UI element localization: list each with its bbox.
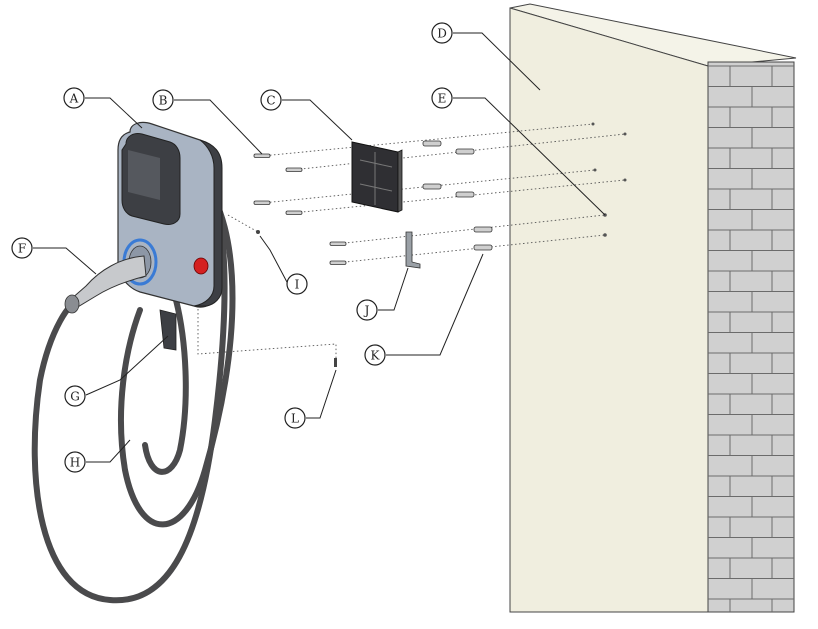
callout-circle (356, 299, 378, 321)
brick-face (707, 61, 795, 613)
callout-l: L (284, 407, 306, 429)
callout-a: A (63, 87, 85, 109)
callout-labels: A B C D E F G H I J K L (11, 22, 453, 473)
callout-letter: K (371, 349, 381, 363)
callout-circle (431, 87, 453, 109)
charger-unit (117, 121, 223, 351)
charging-cable (31, 157, 236, 604)
wall-anchors (422, 140, 493, 251)
callout-letter: C (266, 94, 275, 108)
callout-e: E (431, 87, 453, 109)
callout-circle (64, 385, 86, 407)
cable-holder (159, 309, 177, 351)
callout-letter: E (438, 92, 447, 106)
charging-connector (64, 255, 147, 314)
callout-letter: D (437, 27, 447, 41)
charger-side-panel (193, 139, 223, 307)
callout-circle (364, 344, 386, 366)
callout-d: D (431, 22, 453, 44)
leader-lines (33, 32, 606, 463)
callout-f: F (11, 237, 33, 259)
callout-circle (260, 89, 282, 111)
brick-pattern (708, 65, 794, 612)
callout-circle (152, 89, 174, 111)
small-parts (256, 122, 627, 367)
l-bracket (405, 231, 421, 269)
callout-b: B (152, 89, 174, 111)
callout-letter: H (70, 456, 80, 470)
callout-letter: J (363, 304, 370, 318)
callout-g: G (64, 385, 86, 407)
callout-letter: B (159, 94, 168, 108)
callout-circle (63, 87, 85, 109)
long-screws (253, 153, 347, 265)
callout-letter: F (18, 242, 26, 256)
callout-h: H (64, 451, 86, 473)
callout-letter: L (291, 412, 299, 426)
callout-circle (431, 22, 453, 44)
callout-letter: A (69, 92, 79, 106)
callout-circle (284, 407, 306, 429)
wall (509, 3, 797, 613)
callout-circle (286, 273, 308, 295)
callout-i: I (286, 273, 308, 295)
callout-j: J (356, 299, 378, 321)
callout-circle (64, 451, 86, 473)
callout-letter: I (295, 278, 300, 292)
emergency-stop-button (193, 257, 209, 275)
callout-circle (11, 237, 33, 259)
display-glass (128, 150, 160, 200)
mounting-plate (351, 141, 403, 213)
callout-k: K (364, 344, 386, 366)
assembly-guide-lines (197, 123, 626, 365)
callout-letter: G (70, 390, 80, 404)
callout-c: C (260, 89, 282, 111)
